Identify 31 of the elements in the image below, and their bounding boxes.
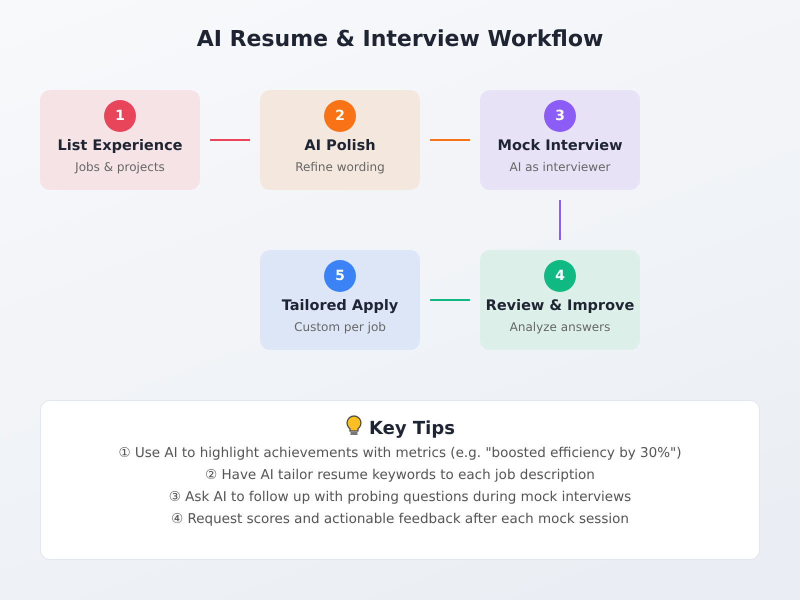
tip-text: ③ Ask AI to follow up with probing questions during mock interviews [168, 489, 632, 505]
step-card [480, 90, 640, 190]
connector-line [210, 139, 250, 141]
tip-text: ④ Request scores and actionable feedback after each mock session [171, 511, 629, 527]
step-description: Jobs & projects [74, 160, 166, 174]
step-number: 5 [324, 260, 356, 292]
step-title: Review & Improve [484, 298, 636, 314]
step-number: 2 [324, 100, 356, 132]
step-number: 1 [104, 100, 136, 132]
tip-text: ① Use AI to highlight achievements with metrics (e.g. "boosted efficiency by 30%") [118, 445, 682, 461]
step-description: Analyze answers [508, 320, 612, 334]
step-card [260, 250, 420, 350]
step-description: AI as interviewer [508, 160, 612, 174]
connector-line [430, 139, 470, 141]
step-card [260, 90, 420, 190]
connector-line [430, 299, 470, 301]
step-number: 3 [544, 100, 576, 132]
tips-panel [40, 400, 760, 560]
tips-heading: Key Tips [369, 418, 455, 439]
step-description: Refine wording [294, 160, 386, 174]
tip-text: ② Have AI tailor resume keywords to each job description [205, 467, 595, 483]
step-title: Mock Interview [496, 138, 624, 154]
connector-line [559, 200, 561, 240]
step-card [40, 90, 200, 190]
step-number: 4 [544, 260, 576, 292]
step-description: Custom per job [293, 320, 387, 334]
step-card [480, 250, 640, 350]
diagram-title: AI Resume & Interview Workflow [196, 27, 604, 52]
step-title: AI Polish [303, 138, 377, 154]
step-title: Tailored Apply [280, 298, 400, 314]
step-title: List Experience [56, 138, 184, 154]
